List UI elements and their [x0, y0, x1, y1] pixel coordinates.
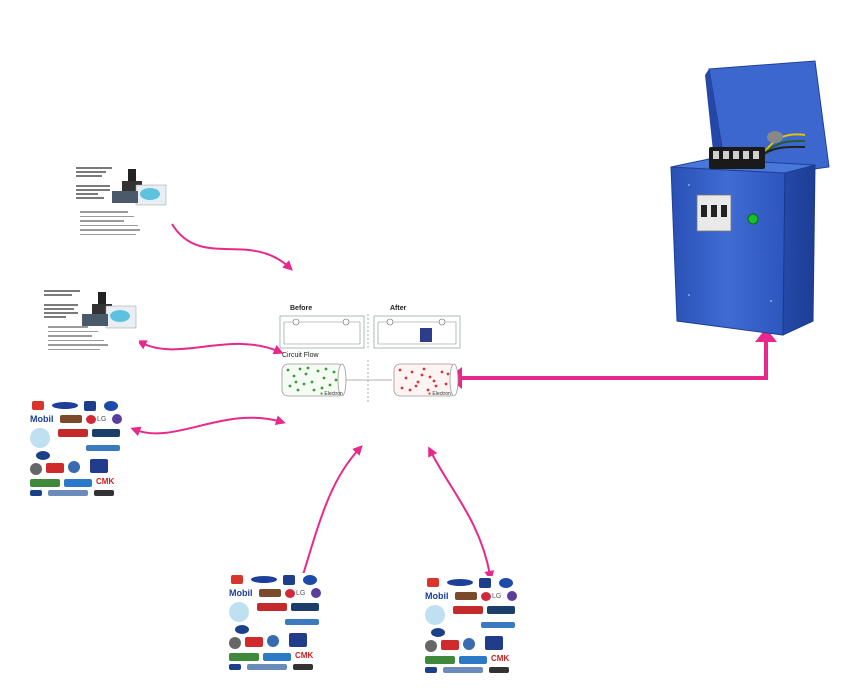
- circuit-flow-label: Circuit Flow: [282, 352, 319, 359]
- arrow-logos1-diagram: [130, 415, 286, 437]
- electron-flow-panels: [281, 360, 459, 402]
- arrow-logos3-diagram: [428, 446, 495, 581]
- circuit-diagram: Before After Circuit Flow: [278, 302, 464, 402]
- circuit-schematics: [279, 314, 461, 350]
- arrow-head-up: [755, 328, 777, 342]
- red-electrons: [398, 367, 450, 392]
- cmk-logo: CMK: [96, 477, 115, 486]
- device-illustration: [112, 169, 167, 206]
- document-thumbnail-2: [44, 290, 139, 365]
- mobil-logo: Mobil: [30, 414, 54, 424]
- logo-sheet-1: Mobil LG CMK: [30, 399, 126, 499]
- arrow-machine-diagram: [462, 340, 768, 380]
- machine-enclosure: [670, 60, 830, 336]
- breaker-switch: [696, 194, 732, 232]
- green-electrons: [286, 366, 338, 392]
- logo-sheet-2: Mobil LG CMK: [229, 573, 325, 673]
- indicator-lamp: [747, 213, 759, 225]
- electron-label-left: ● Electron: [320, 391, 343, 397]
- logo-sheet-3: Mobil LG CMK: [425, 576, 521, 676]
- arrow-doc1-to-diagram: [171, 223, 293, 271]
- electron-label-right: ● Electron: [428, 391, 451, 397]
- arrow-doc2-diagram: [136, 340, 284, 355]
- after-label: After: [390, 305, 407, 312]
- arrow-logos2-diagram: [298, 445, 363, 584]
- before-label: Before: [290, 305, 313, 312]
- enclosure-body: [670, 166, 786, 336]
- document-thumbnail-1: [76, 167, 168, 237]
- device-illustration: [82, 292, 137, 329]
